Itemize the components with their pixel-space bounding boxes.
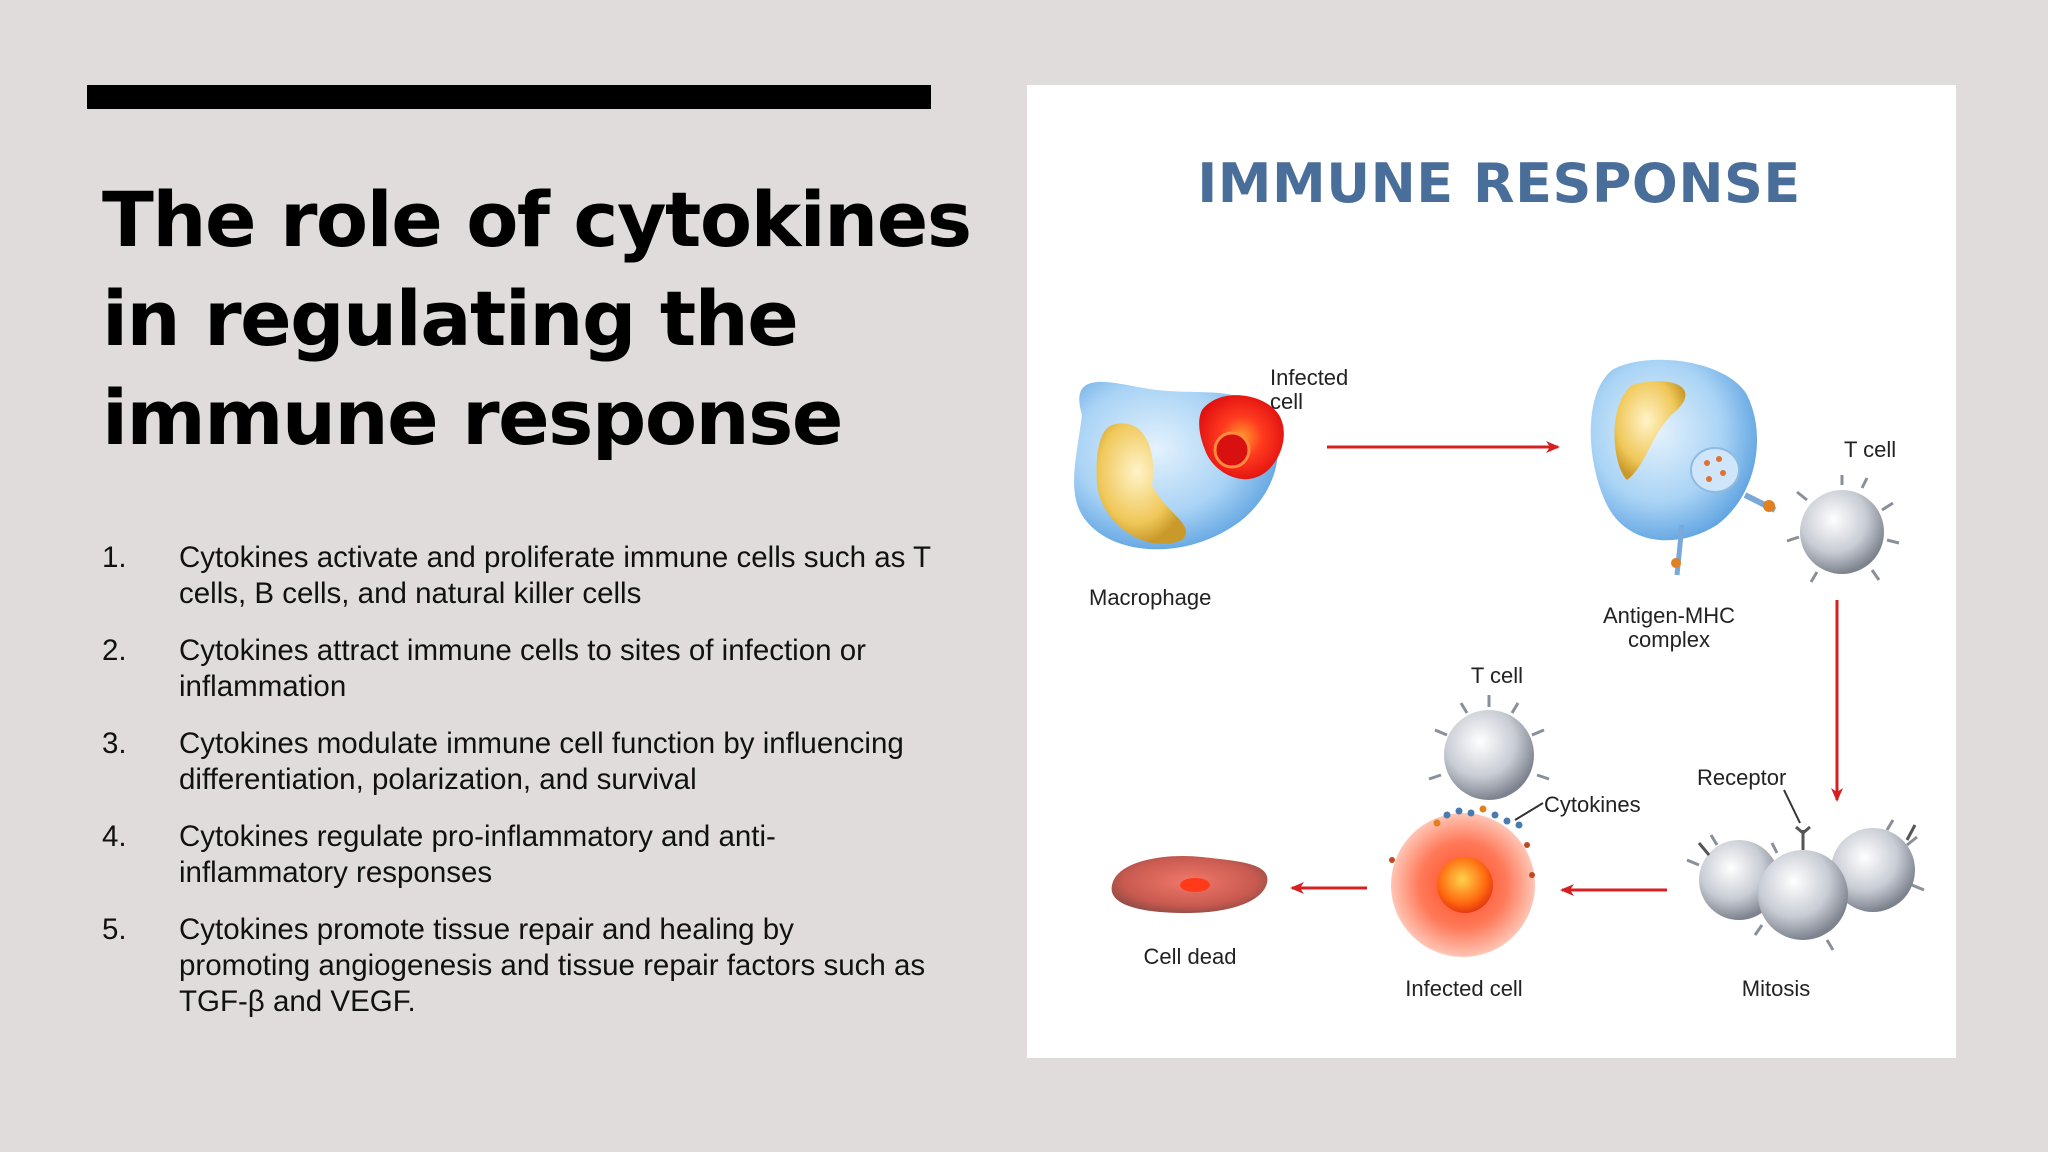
list-item: 4. Cytokines regulate pro-inflammatory a… (102, 819, 932, 891)
label-cytokines: Cytokines (1544, 792, 1641, 817)
list-item-number: 1. (102, 541, 127, 574)
title-line-1: The role of cytokines (102, 175, 972, 264)
antigen-presenting-cell (1590, 359, 1777, 576)
label-macrophage: Macrophage (1089, 585, 1211, 610)
diagram-heading: IMMUNE RESPONSE (1197, 152, 1801, 215)
label-infected-cell-bottom: Infected cell (1405, 976, 1522, 1001)
label-cell-dead: Cell dead (1144, 944, 1237, 969)
list-item: 3. Cytokines modulate immune cell functi… (102, 726, 932, 798)
list-item-text: Cytokines attract immune cells to sites … (179, 634, 866, 703)
list-item-number: 4. (102, 820, 127, 853)
immune-response-diagram: IMMUNE RESPONSE Infected cell Macrophage (1027, 85, 1956, 1058)
label-receptor: Receptor (1697, 765, 1786, 790)
list-item-number: 5. (102, 913, 127, 946)
label-mitosis: Mitosis (1742, 976, 1810, 1001)
list-item: 2. Cytokines attract immune cells to sit… (102, 633, 932, 705)
list-item-text: Cytokines modulate immune cell function … (179, 727, 904, 796)
dead-cell (1111, 855, 1268, 913)
list-item-text: Cytokines regulate pro-inflammatory and … (179, 820, 776, 889)
list-item: 5. Cytokines promote tissue repair and h… (102, 912, 932, 1020)
receptor-pointer (1783, 789, 1801, 824)
list-item-number: 3. (102, 727, 127, 760)
mitosis-t-cells (1686, 819, 1925, 951)
t-cell-bottom (1428, 695, 1550, 800)
list-item-text: Cytokines activate and proliferate immun… (179, 541, 931, 610)
label-antigen-mhc-line2: complex (1628, 627, 1710, 652)
label-t-cell-right: T cell (1844, 437, 1896, 462)
title-line-2: in regulating the (102, 274, 799, 363)
cytokine-molecules (1433, 805, 1523, 829)
label-t-cell-bottom: T cell (1471, 663, 1523, 688)
title-accent-bar (87, 85, 931, 109)
t-cell-right (1786, 475, 1900, 583)
infected-cell-bottom (1389, 813, 1535, 957)
slide-title: The role of cytokines in regulating the … (102, 170, 972, 467)
cytokines-pointer (1514, 802, 1544, 821)
label-infected-cell-top-line2: cell (1270, 389, 1303, 414)
list-item-text: Cytokines promote tissue repair and heal… (179, 913, 926, 1018)
infected-cell-engulfed (1199, 395, 1284, 480)
title-line-3: immune response (102, 373, 843, 462)
label-infected-cell-top: Infected (1270, 365, 1348, 390)
list-item-number: 2. (102, 634, 127, 667)
list-item: 1. Cytokines activate and proliferate im… (102, 540, 932, 612)
cytokine-points-list: 1. Cytokines activate and proliferate im… (102, 540, 932, 1041)
label-antigen-mhc: Antigen-MHC (1603, 603, 1735, 628)
